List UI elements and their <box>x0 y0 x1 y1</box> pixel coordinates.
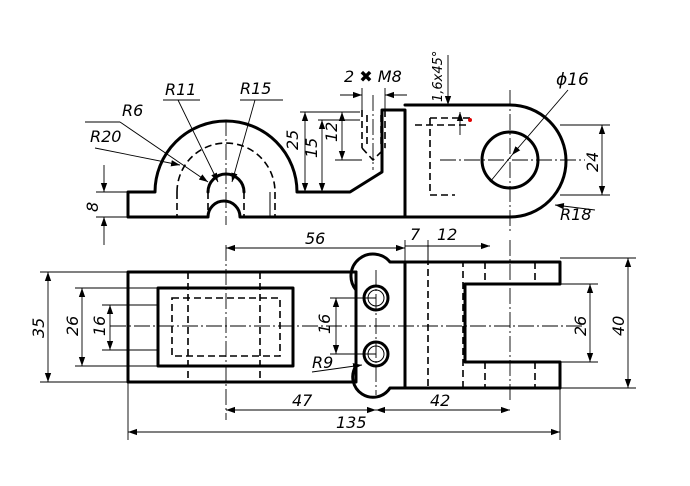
base-block <box>126 270 358 384</box>
label-thread: 2 ✖ M8 <box>344 67 402 86</box>
label-phi16: ϕ16 <box>556 70 589 90</box>
label-24: 24 <box>583 152 602 172</box>
label-40: 40 <box>609 316 628 336</box>
label-chamfer: 1,6x45° <box>431 51 446 102</box>
front-view-outline <box>126 108 407 219</box>
pocket <box>156 286 295 368</box>
top-view <box>40 240 636 440</box>
label-r6: R6 <box>122 101 143 120</box>
label-r15: R15 <box>240 79 271 98</box>
label-r18: R18 <box>560 205 591 224</box>
label-35: 35 <box>29 318 48 338</box>
label-16-left: 16 <box>90 316 109 336</box>
label-8: 8 <box>83 202 102 212</box>
label-16-holes: 16 <box>315 314 334 334</box>
label-r20: R20 <box>90 127 121 146</box>
label-15: 15 <box>302 138 321 158</box>
label-7: 7 <box>410 225 421 244</box>
label-r11: R11 <box>165 80 196 99</box>
label-56: 56 <box>305 229 325 248</box>
lug-top <box>349 252 407 399</box>
front-view <box>85 55 610 245</box>
label-r9: R9 <box>312 353 333 372</box>
label-42: 42 <box>430 391 450 410</box>
label-135: 135 <box>336 413 367 432</box>
label-12-front: 12 <box>322 122 341 142</box>
label-26-right: 26 <box>571 316 590 336</box>
label-12-top: 12 <box>437 225 457 244</box>
label-47: 47 <box>292 391 313 410</box>
marker-dot <box>468 118 472 122</box>
lug-outline <box>403 103 568 219</box>
label-25: 25 <box>283 130 302 150</box>
label-26-left: 26 <box>63 316 82 336</box>
